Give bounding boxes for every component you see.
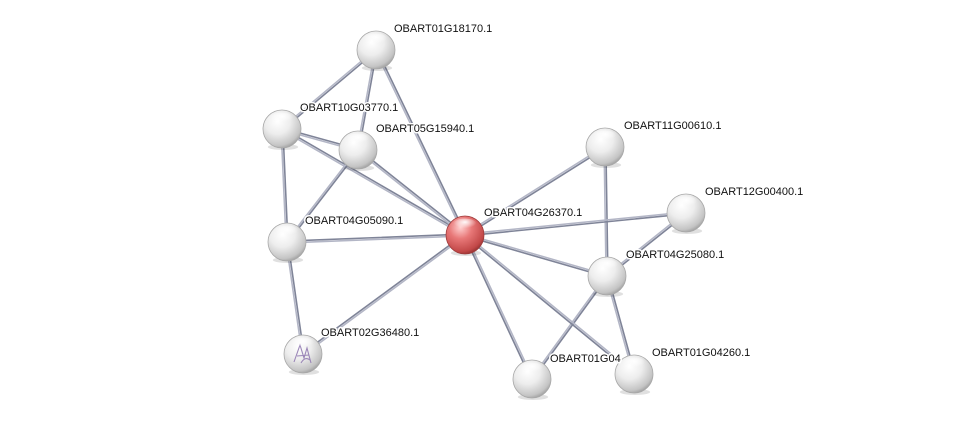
node-highlight	[291, 337, 315, 349]
node-highlight	[275, 225, 299, 237]
node-highlight	[520, 362, 544, 374]
edge-stroke	[466, 235, 533, 379]
edge-stroke	[465, 236, 607, 277]
node-label: OBART04G05090.1	[305, 215, 403, 227]
edge-stroke	[465, 146, 605, 234]
edge[interactable]	[464, 235, 533, 380]
node-label: OBART11G00610.1	[624, 120, 721, 132]
node-highlight	[270, 112, 294, 124]
node-layer: OBART04G26370.1OBART04G26370.1OBART01G18…	[263, 23, 803, 400]
node-label: OBART01G04260.1	[652, 347, 750, 359]
edge[interactable]	[287, 234, 465, 243]
node-label: OBART01G18170.1	[394, 23, 492, 35]
node-label: OBART01G04	[550, 353, 621, 365]
edge[interactable]	[465, 234, 607, 277]
node-highlight	[346, 133, 370, 145]
node-label: OBART10G03770.1	[300, 102, 398, 114]
edge-stroke	[464, 235, 531, 379]
node-highlight	[622, 357, 646, 369]
node-label: OBART05G15940.1	[376, 123, 474, 135]
node-highlight	[595, 259, 619, 271]
node-label: OBART04G25080.1	[626, 249, 724, 261]
node-label: OBART02G36480.1	[321, 327, 419, 339]
node-highlight	[453, 218, 477, 230]
node-highlight	[364, 33, 388, 45]
node-highlight	[674, 196, 698, 208]
edge-stroke	[377, 50, 466, 235]
node-highlight	[593, 130, 617, 142]
node-label: OBART04G26370.1	[484, 207, 582, 219]
node-label: OBART12G00400.1	[705, 186, 803, 198]
